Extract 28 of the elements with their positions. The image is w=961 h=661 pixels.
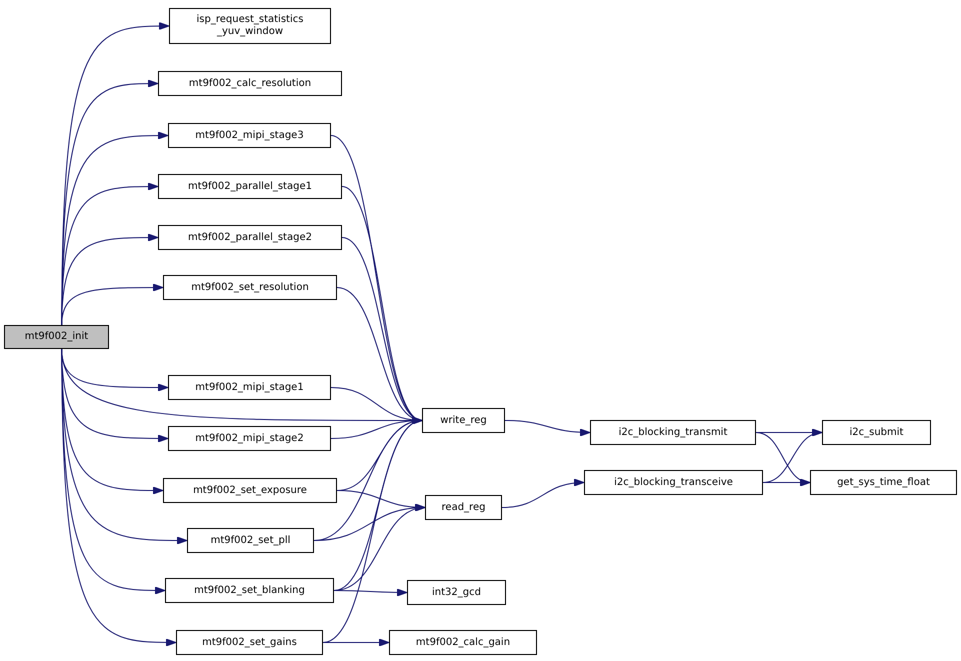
function-box: mt9f002_calc_resolution: [158, 71, 342, 96]
function-box: mt9f002_set_blanking: [165, 578, 334, 603]
arrow: [762, 478, 810, 486]
function-box: get_sys_time_float: [810, 470, 957, 495]
arrow: [502, 479, 584, 508]
function-box: read_reg: [425, 495, 502, 520]
function-box: i2c_blocking_transmit: [590, 420, 756, 445]
function-box: mt9f002_set_pll: [187, 528, 314, 553]
function-box: isp_request_statistics _yuv_window: [169, 8, 331, 44]
arrow: [504, 420, 590, 436]
arrow: [61, 234, 158, 326]
function-box: mt9f002_mipi_stage1: [168, 375, 331, 400]
function-box: mt9f002_mipi_stage2: [168, 426, 331, 451]
selected-function-box: mt9f002_init: [4, 325, 109, 349]
function-box: mt9f002_calc_gain: [389, 630, 537, 655]
function-box: mt9f002_set_gains: [176, 630, 323, 655]
function-box: mt9f002_parallel_stage1: [158, 174, 342, 199]
function-box: mt9f002_parallel_stage2: [158, 225, 342, 250]
arrow: [334, 588, 408, 596]
arrow: [61, 284, 164, 326]
function-box: mt9f002_set_resolution: [163, 275, 337, 300]
function-box: i2c_blocking_transceive: [584, 470, 763, 495]
function-box: mt9f002_set_exposure: [163, 478, 337, 503]
function-box: write_reg: [422, 408, 505, 433]
arrow: [322, 638, 390, 646]
function-box: int32_gcd: [407, 580, 506, 605]
function-box: mt9f002_mipi_stage3: [168, 123, 331, 148]
function-box: i2c_submit: [822, 420, 931, 445]
